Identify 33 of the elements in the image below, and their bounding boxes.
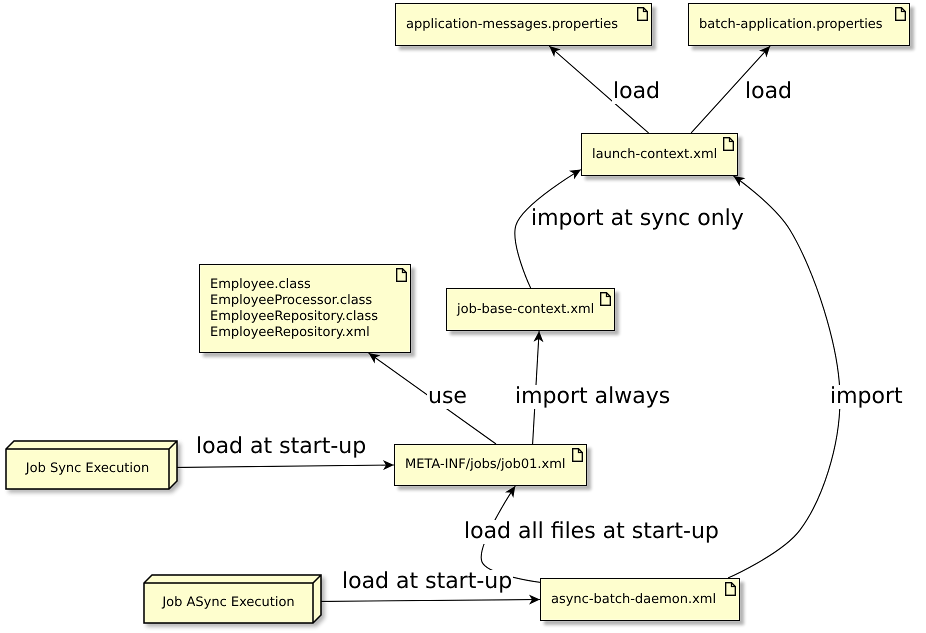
edge-label: import at sync only (530, 207, 745, 231)
file-name: META-INF/jobs/job01.xml (405, 457, 566, 473)
artifact-box (581, 133, 738, 176)
artifact-box (540, 578, 740, 621)
file-name: launch-context.xml (592, 146, 718, 162)
node-title: Job ASync Execution (162, 595, 295, 611)
artifact-box (394, 444, 587, 486)
artifact-box (446, 288, 616, 331)
arrow (690, 46, 771, 134)
arrow (321, 594, 540, 605)
arrow (514, 169, 582, 288)
edge-label: import (829, 385, 904, 409)
file-name: application-messages.properties (406, 16, 620, 32)
file-name: batch-application.properties (699, 16, 884, 32)
file-name: EmployeeRepository.xml (210, 324, 371, 340)
file-name: Employee.class (210, 276, 312, 292)
deployment-node-box (144, 575, 321, 623)
arrow (548, 46, 649, 134)
artifact-box (395, 3, 652, 46)
file-name: async-batch-daemon.xml (551, 592, 718, 608)
deployment-node-box (6, 441, 177, 489)
edge-label: load at start-up (341, 570, 514, 594)
edge-label: import always (514, 385, 672, 409)
node-title: Job Sync Execution (26, 461, 150, 477)
edge-label: load all files at start-up (463, 520, 720, 544)
artifact-box (688, 3, 910, 46)
file-name: EmployeeProcessor.class (210, 292, 374, 308)
edge-label: load at start-up (195, 435, 368, 459)
arrow (728, 176, 841, 578)
file-name: EmployeeRepository.class (210, 308, 380, 324)
artifact-box (199, 264, 411, 353)
arrow (177, 460, 394, 470)
file-name: job-base-context.xml (457, 302, 594, 318)
